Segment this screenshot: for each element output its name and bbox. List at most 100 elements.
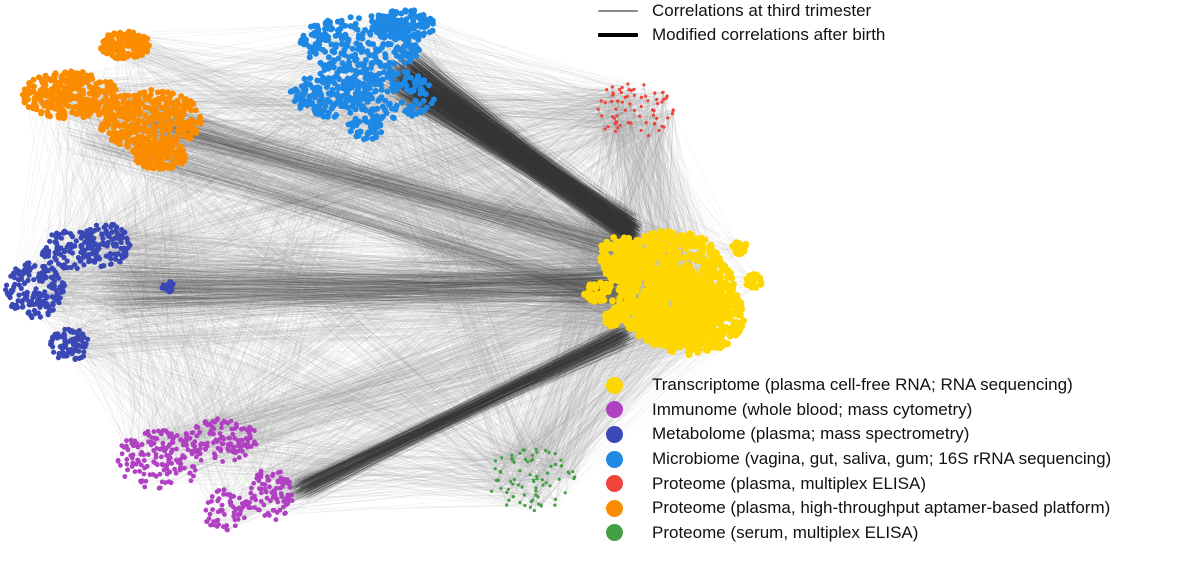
correlation-edge bbox=[144, 146, 645, 270]
correlation-edge bbox=[265, 320, 685, 490]
correlation-edge bbox=[125, 255, 702, 286]
correlation-edge bbox=[55, 271, 191, 439]
correlation-edge bbox=[533, 95, 635, 481]
correlation-edge bbox=[249, 123, 616, 503]
correlation-edge bbox=[272, 101, 663, 475]
correlation-edge bbox=[114, 238, 240, 444]
correlation-edge bbox=[221, 25, 409, 444]
correlation-edge bbox=[564, 130, 642, 493]
correlation-edge bbox=[254, 109, 599, 508]
correlation-edge bbox=[16, 100, 379, 306]
correlation-edge bbox=[164, 145, 173, 451]
correlation-edge bbox=[186, 113, 673, 438]
correlation-edge bbox=[147, 95, 646, 467]
correlation-edge bbox=[127, 98, 664, 240]
correlation-edge bbox=[204, 80, 330, 423]
correlation-edge bbox=[186, 89, 630, 441]
correlation-edge bbox=[88, 104, 360, 245]
correlation-edge bbox=[71, 62, 333, 84]
correlation-edge bbox=[60, 115, 87, 235]
correlation-edge bbox=[98, 101, 623, 258]
correlation-edge bbox=[134, 41, 556, 454]
correlation-edge bbox=[398, 37, 611, 287]
correlation-edge bbox=[356, 123, 533, 460]
correlation-edge bbox=[519, 336, 657, 503]
correlation-edge bbox=[512, 289, 607, 461]
correlation-edge bbox=[88, 115, 278, 500]
correlation-edge bbox=[285, 94, 614, 499]
correlation-edge bbox=[270, 484, 513, 502]
correlation-edge bbox=[71, 235, 701, 282]
correlation-edge bbox=[354, 76, 649, 266]
correlation-edge bbox=[132, 54, 575, 479]
correlation-edge bbox=[406, 85, 552, 467]
correlation-edge bbox=[28, 96, 339, 271]
correlation-edge bbox=[149, 96, 310, 443]
correlation-edge bbox=[672, 110, 701, 299]
correlation-edge bbox=[220, 81, 348, 438]
correlation-edge bbox=[403, 23, 560, 480]
correlation-edge bbox=[199, 102, 331, 433]
correlation-edge bbox=[346, 92, 526, 506]
correlation-edge bbox=[500, 101, 612, 473]
correlation-edge bbox=[38, 301, 642, 309]
correlation-edge bbox=[170, 151, 201, 445]
correlation-edge bbox=[152, 103, 630, 150]
correlation-edge bbox=[249, 100, 619, 503]
correlation-edge bbox=[379, 26, 642, 107]
correlation-edge bbox=[538, 123, 655, 505]
correlation-edge bbox=[108, 236, 179, 463]
correlation-edge bbox=[123, 121, 617, 249]
correlation-edge bbox=[237, 97, 626, 515]
correlation-edge bbox=[57, 282, 634, 335]
correlation-edge bbox=[230, 269, 637, 503]
correlation-edge bbox=[280, 465, 562, 473]
correlation-edge bbox=[428, 85, 551, 486]
correlation-edge bbox=[536, 126, 609, 453]
correlation-edge bbox=[398, 37, 640, 117]
correlation-edge bbox=[56, 98, 361, 336]
correlation-edge bbox=[14, 167, 163, 285]
correlation-edge bbox=[113, 127, 539, 505]
correlation-edge bbox=[171, 285, 511, 482]
correlation-edge bbox=[290, 126, 663, 488]
correlation-edge bbox=[262, 306, 708, 485]
correlation-edge bbox=[500, 123, 655, 473]
correlation-edge bbox=[221, 282, 689, 424]
correlation-edge bbox=[217, 418, 556, 500]
correlation-edge bbox=[168, 84, 311, 447]
correlation-edge bbox=[179, 113, 673, 161]
correlation-edge bbox=[374, 84, 535, 511]
correlation-edge bbox=[395, 13, 668, 97]
correlation-edge bbox=[278, 126, 665, 473]
correlation-edge bbox=[105, 22, 401, 83]
correlation-edge bbox=[377, 28, 660, 131]
correlation-edge bbox=[227, 337, 660, 424]
correlation-edge bbox=[64, 333, 521, 503]
correlation-edge bbox=[164, 129, 290, 483]
correlation-edge bbox=[387, 91, 606, 130]
correlation-edge bbox=[133, 454, 541, 506]
correlation-edge bbox=[555, 333, 692, 454]
correlation-edge bbox=[65, 263, 668, 357]
correlation-edge bbox=[174, 85, 353, 470]
correlation-edge bbox=[88, 123, 655, 249]
correlation-edge bbox=[114, 238, 677, 254]
correlation-edge bbox=[259, 310, 686, 489]
correlation-edge bbox=[186, 136, 671, 274]
correlation-edge bbox=[653, 110, 663, 236]
correlation-edge bbox=[102, 92, 655, 239]
correlation-edge bbox=[325, 22, 602, 116]
correlation-edge bbox=[532, 106, 642, 501]
correlation-edge bbox=[88, 248, 129, 450]
correlation-edge bbox=[58, 98, 60, 250]
correlation-edge bbox=[106, 233, 496, 462]
correlation-edge bbox=[257, 289, 626, 476]
correlation-edge bbox=[158, 235, 682, 432]
correlation-edge bbox=[161, 109, 674, 133]
correlation-edge bbox=[110, 35, 645, 316]
correlation-edge bbox=[90, 244, 217, 521]
correlation-edge bbox=[643, 84, 661, 247]
correlation-edge bbox=[192, 123, 655, 433]
correlation-edge bbox=[77, 95, 635, 351]
